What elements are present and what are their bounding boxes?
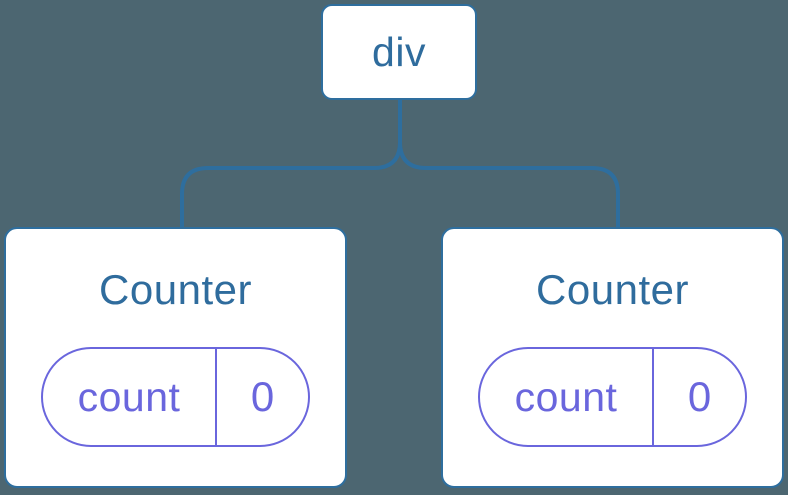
state-pill: count 0	[41, 347, 310, 447]
state-value: 0	[687, 373, 712, 420]
connector-right-branch	[398, 98, 620, 229]
root-node-label: div	[372, 28, 426, 75]
component-title: Counter	[99, 266, 252, 313]
state-key: count	[43, 349, 217, 445]
state-key: count	[480, 349, 654, 445]
root-node-div: div	[321, 4, 477, 100]
component-title: Counter	[536, 266, 689, 313]
state-pill: count 0	[478, 347, 747, 447]
component-node-counter-left: Counter count 0	[4, 227, 347, 488]
state-value: 0	[250, 373, 275, 420]
component-node-counter-right: Counter count 0	[441, 227, 784, 488]
connector-left-branch	[180, 98, 402, 229]
